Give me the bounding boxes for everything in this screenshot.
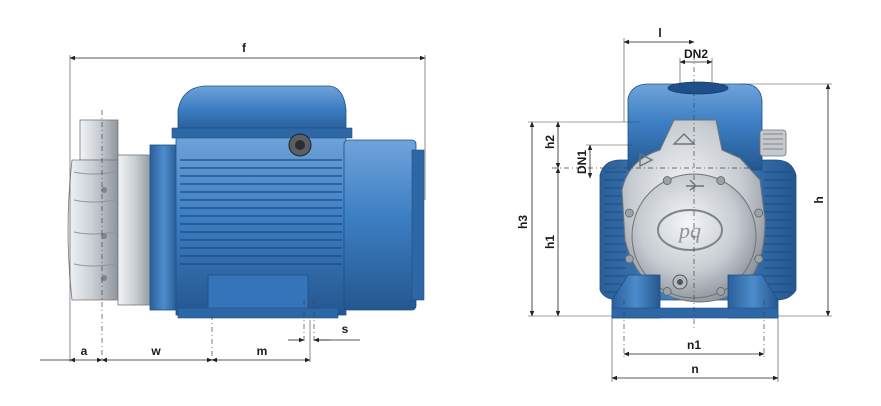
dim-label-n1: n1	[687, 338, 701, 352]
bolt-icon	[624, 208, 634, 218]
dim-label-f: f	[242, 41, 247, 55]
dim-label-h1: h1	[543, 235, 557, 249]
dim-label-dn1: DN1	[575, 150, 589, 174]
dim-label-n: n	[691, 362, 698, 376]
dim-label-s: s	[342, 322, 349, 336]
dim-label-a: a	[81, 344, 88, 358]
bolt-icon	[754, 254, 764, 264]
dim-label-dn2: DN2	[684, 47, 708, 61]
pq-logo-mark: pq	[677, 218, 701, 243]
bolt-icon	[716, 287, 726, 296]
bolt-icon	[716, 176, 726, 185]
motor-base-side	[177, 274, 339, 319]
bolt-icon	[624, 254, 634, 264]
terminal-box	[171, 85, 353, 157]
bolt-icon	[754, 208, 764, 218]
dim-label-m: m	[257, 344, 268, 358]
pump-head-side	[67, 119, 179, 311]
bolt-icon	[662, 176, 672, 185]
dim-label-w: w	[150, 344, 161, 358]
dim-label-l: l	[658, 26, 661, 40]
front-view: pq l DN2	[516, 26, 832, 382]
pq-logo-icon	[657, 209, 723, 251]
side-view: f a w m s	[40, 41, 426, 363]
dim-label-h3: h3	[516, 215, 530, 229]
feet-front	[611, 274, 779, 319]
bolt-icon	[662, 287, 672, 296]
dim-label-h: h	[812, 196, 826, 203]
dim-label-h2: h2	[543, 135, 557, 149]
motor-body-side	[175, 134, 425, 316]
